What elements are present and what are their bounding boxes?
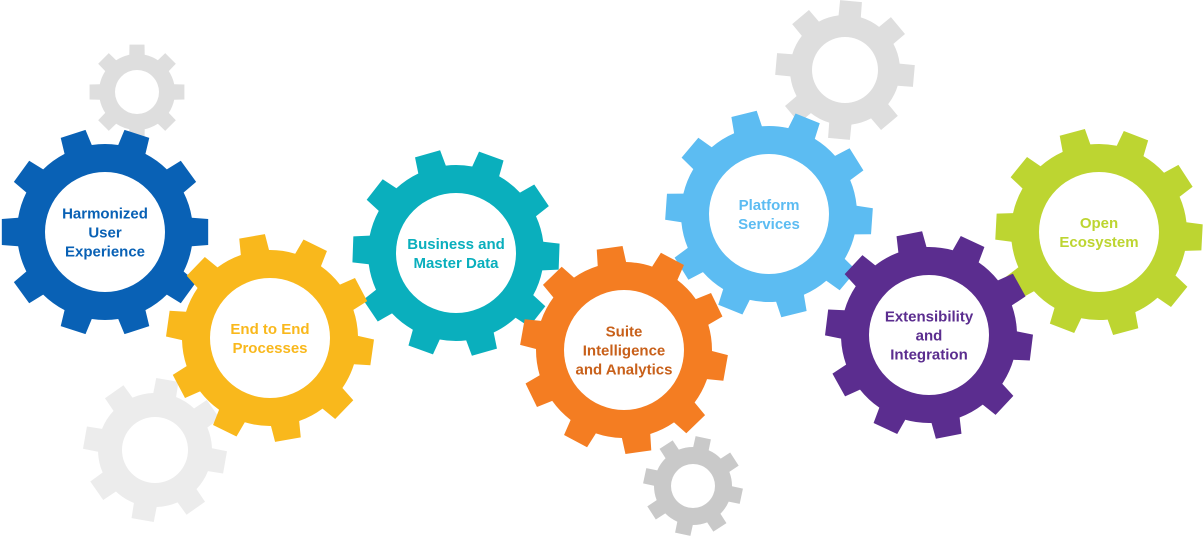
gear-center	[671, 464, 715, 508]
gear-label-line: Open	[1080, 215, 1118, 232]
gear-center	[709, 154, 829, 274]
gear-label-line: End to End	[230, 321, 309, 338]
gear-label-line: Business and	[407, 236, 505, 253]
gear-label-line: Intelligence	[583, 342, 666, 359]
gear-label-line: Integration	[890, 346, 968, 363]
gear-label-line: User	[88, 224, 122, 241]
grey-gear-bottom-center-icon	[643, 436, 743, 536]
gear-label-line: Experience	[65, 243, 145, 260]
gear-label-line: and	[916, 327, 943, 344]
gear-label-line: Extensibility	[885, 308, 974, 325]
gear-center	[45, 172, 165, 292]
gear-center	[122, 417, 188, 483]
gear-label-line: Processes	[232, 340, 307, 357]
gear-label-line: Ecosystem	[1059, 234, 1138, 251]
gear-center	[564, 290, 684, 410]
gear-center	[115, 70, 159, 114]
gear-label-line: Platform	[739, 197, 800, 214]
gear-center	[1039, 172, 1159, 292]
gear-label-line: Services	[738, 216, 800, 233]
gear-center	[812, 37, 878, 103]
grey-gear-top-right-icon	[775, 0, 915, 140]
gear-center	[869, 275, 989, 395]
grey-gear-bottom-left-icon	[83, 378, 227, 522]
gear-label-line: Master Data	[413, 255, 499, 272]
gear-center	[396, 193, 516, 313]
gear-label-line: Suite	[606, 323, 643, 340]
gear-center	[210, 278, 330, 398]
gear-label-line: Harmonized	[62, 205, 148, 222]
gear-label-line: and Analytics	[576, 361, 673, 378]
grey-gear-top-left-icon	[89, 44, 185, 140]
